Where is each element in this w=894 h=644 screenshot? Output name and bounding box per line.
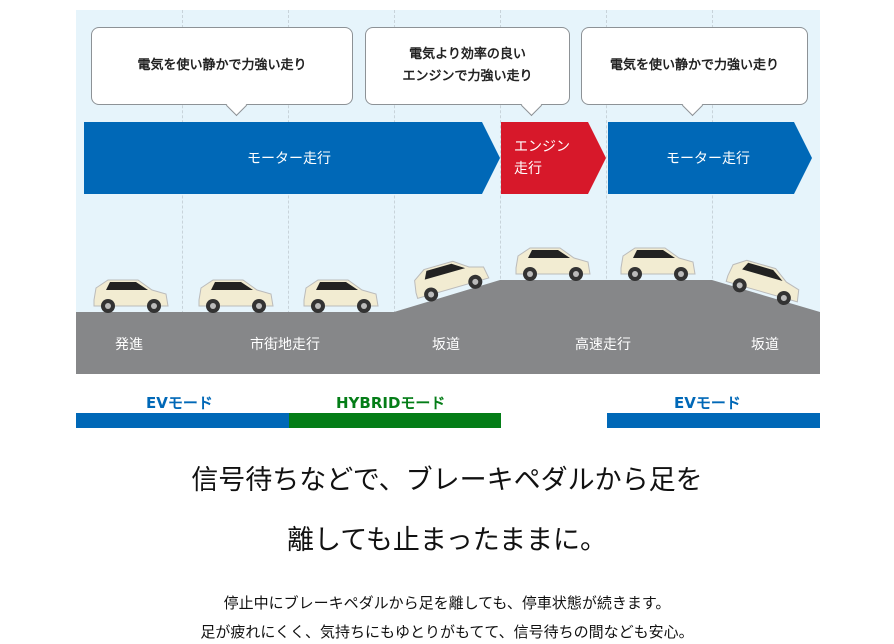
- speech-bubble: 電気を使い静かで力強い走り: [581, 27, 808, 117]
- engine-arrow-label: エンジン 走行: [514, 122, 594, 194]
- road-label-city: 市街地走行: [250, 337, 320, 353]
- bubble-text: 電気より効率の良い: [409, 47, 526, 62]
- divider-line: [500, 10, 501, 374]
- road: [76, 247, 820, 374]
- driving-mode-diagram: モーター走行 エンジン 走行 モーター走行 電気を使い静かで力強い走り 電気より…: [76, 10, 820, 374]
- body-line2: 足が疲れにくく、気持ちにもゆとりがもてて、信号待ちの間なども安心。: [200, 623, 694, 641]
- ev-mode-label: EVモード: [146, 394, 213, 412]
- motor-arrow-label: モーター走行: [608, 122, 808, 194]
- ev-mode-bar: [76, 413, 289, 428]
- car-icon: [620, 247, 696, 281]
- motor-arrow-label: モーター走行: [84, 122, 494, 194]
- arrows: [84, 122, 812, 194]
- arrow-text: エンジン: [514, 139, 570, 155]
- motor-arrow: [84, 122, 500, 194]
- car-icon: [414, 260, 490, 302]
- body-line1: 停止中にブレーキペダルから足を離しても、停車状態が続きます。: [223, 594, 671, 612]
- headline-line2: 離しても止まったままに。: [287, 525, 607, 556]
- bubble-text: 電気を使い静かで力強い走り: [609, 58, 779, 73]
- speech-bubble: 電気を使い静かで力強い走り: [91, 27, 353, 117]
- arrow-text: モーター走行: [666, 151, 750, 167]
- road-surface: [76, 280, 820, 374]
- bubble-text: エンジンで力強い走り: [402, 69, 533, 84]
- road-label-highway: 高速走行: [575, 337, 631, 353]
- motor-arrow: [608, 122, 812, 194]
- car-icon: [93, 279, 169, 313]
- car-icon: [725, 259, 800, 306]
- road-label-slope: 坂道: [751, 337, 779, 353]
- road-label-start: 発進: [115, 337, 143, 353]
- ev-mode-label: EVモード: [674, 394, 741, 412]
- car-icon: [198, 279, 274, 313]
- divider-line: [606, 10, 607, 374]
- car-icon: [303, 279, 379, 313]
- road-label-slope: 坂道: [432, 337, 460, 353]
- hybrid-mode-label: HYBRIDモード: [336, 394, 446, 412]
- hybrid-mode-bar: [289, 413, 501, 428]
- engine-arrow: [501, 122, 606, 194]
- headline-line1: 信号待ちなどで、ブレーキペダルから足を: [191, 465, 703, 496]
- ev-mode-bar: [607, 413, 820, 428]
- bubble-text: 電気を使い静かで力強い走り: [137, 58, 307, 73]
- car-icon: [515, 247, 591, 281]
- arrow-text: 走行: [514, 161, 542, 177]
- arrow-text: モーター走行: [247, 151, 331, 167]
- speech-bubble: 電気より効率の良い エンジンで力強い走り: [365, 27, 570, 117]
